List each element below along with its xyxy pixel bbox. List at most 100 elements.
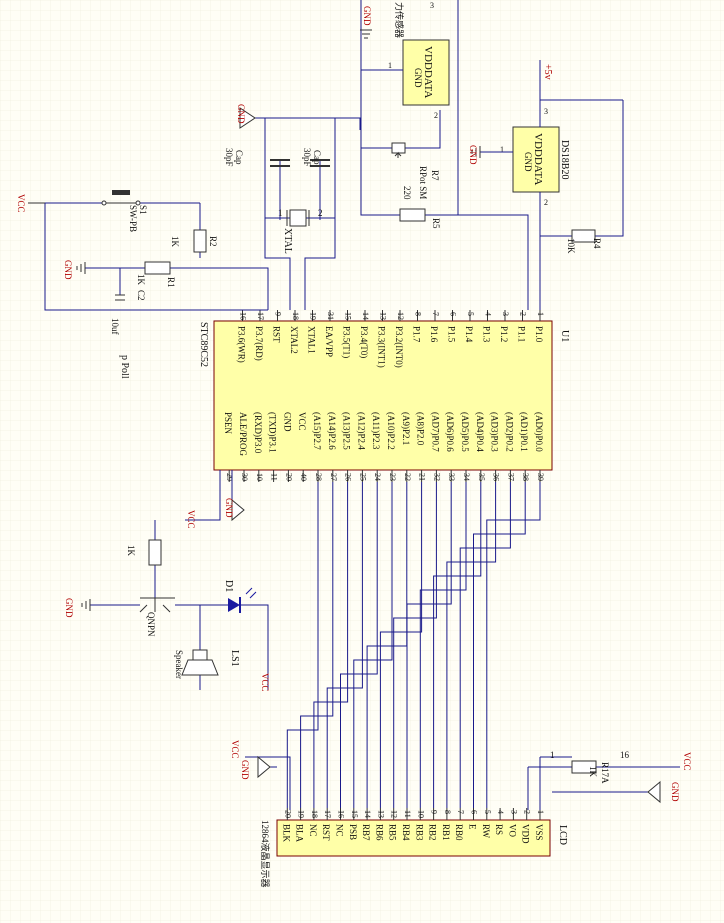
vcc-label-lcd-right: VCC [682,752,692,771]
mcu-pin-name: EA/VPP [324,326,334,357]
lcd-pin-name: RB6 [374,824,384,841]
resistor-r4[interactable]: R4 10K [566,229,602,254]
force-sensor[interactable]: VDDDATA GND 力传感器 1 2 3 [388,1,450,120]
sensor1-vdd-data: VDDDATA [422,46,434,98]
r17a-pin1: 1 [550,750,555,760]
mcu-pin-number: 6 [449,312,458,316]
mcu-pin-name: P1.0 [534,326,544,343]
resistor-r1[interactable]: R1 1K [136,261,176,288]
r7-ref: R7 [430,170,440,181]
mcu-pin-name: P1.3 [482,326,492,343]
resistor-r5[interactable]: R5 [399,208,441,229]
sensor1-pin3: 3 [430,1,434,10]
gnd-label-top: GND [362,6,372,26]
lcd-pin-number: 3 [509,810,518,814]
mcu-pin-number: 20 [284,473,293,481]
mcu-pin-number: 2 [519,312,528,316]
lcd-pin-name: RB3 [414,824,424,841]
lcd-pin-number: 20 [283,810,292,818]
bus-wire [406,482,452,808]
mcu-pin-number: 35 [477,473,486,481]
capacitor-1[interactable]: Cap 30pF [224,148,290,167]
ds18b20-sensor[interactable]: VDDDATA GND DS18B20 1 2 3 [500,107,570,207]
r4-value: 10K [566,238,576,254]
resistor-r17a[interactable]: R17A 1K 1 16 [550,750,630,784]
bus-wire [459,482,511,808]
mcu-pin-number: 24 [373,473,382,481]
lcd-ref: LCD [557,825,568,845]
lcd-pin-number: 2 [523,810,532,814]
mcu-pin-name: P3.4(T0) [359,326,369,358]
lcd-pin-name: BLA [295,824,305,843]
lcd-pin-name: RS [494,824,504,835]
lcd-pin-name: E [468,824,478,830]
ds18b20-name: DS18B20 [559,140,570,179]
mcu-pin-number: 18 [291,312,300,320]
mcu-pin-name: (A14)P2.6 [327,412,337,450]
buzzer-wiring [90,470,269,690]
mcu-pin-name: (A8)P2.0 [416,412,426,446]
mcu-pin-name: P1.5 [447,326,457,343]
r1-label: R1 [166,277,176,288]
transistor-qnpn[interactable]: QNPN [139,597,175,637]
mcu-pin-number: 22 [403,473,412,481]
capacitor-c2[interactable]: C2 10uf [110,290,146,335]
gnd-label-r1: GND [63,260,73,280]
mcu-pin-name: P3.3(INT1) [377,326,387,368]
r17a-label: R17A [600,762,610,784]
lcd-pin-name: RB0 [454,824,464,841]
sensor1-pin2: 2 [434,111,438,120]
bus-wire [473,482,526,808]
mcu-pin-number: 40 [299,473,308,481]
vcc-speaker: VCC [260,673,270,692]
mcu-pin-number: 27 [329,473,338,481]
bus-wire [340,482,378,808]
mcu-pin-name: P3.2(INT0) [394,326,404,368]
mcu-pin-number: 10 [255,473,264,481]
lcd-pin-number: 13 [376,810,385,818]
speaker-ls1[interactable]: LS1 Speaker [174,649,240,679]
lcd-pin-number: 16 [337,810,346,818]
plus5v-power: +5v [542,64,553,80]
gnd-symbol-ds: GND [468,145,481,165]
mcu-u1[interactable]: U1 STC89C52 1P1.02P1.13P1.24P1.35P1.46P1… [198,310,570,482]
data-bus-wires [286,482,541,808]
ls1-label: LS1 [229,650,240,667]
lcd-pin-name: PSB [348,824,358,840]
gnd-label-q: GND [64,598,74,618]
cap1-label: Cap [234,150,244,165]
r17a-pin16: 16 [620,750,630,760]
mcu-name: STC89C52 [198,322,209,367]
capacitor-2[interactable]: Cap 30pF [302,148,330,167]
r2-label: R2 [208,236,218,247]
lcd-pin-name: RB4 [401,824,411,841]
r7-res: 220 [402,186,412,200]
mcu-pin-name: (A12)P2.4 [356,412,366,450]
led-d1[interactable]: D1 [223,580,257,613]
mcu-pin-name: (AD7)P0.7 [430,412,440,452]
potentiometer-r7[interactable]: R7 RPot SM 220 [391,142,440,200]
crystal-xtal[interactable]: XTAL 1 2 [278,208,323,254]
q-res-label: 1K [126,545,136,557]
resistor-r2[interactable]: R2 1K [170,229,218,253]
lcd-pin-number: 18 [310,810,319,818]
lcd-pin-number: 14 [363,810,372,818]
lcd-module[interactable]: LCD 12864液晶显示器 1VSS2VDD3VO4RS5RW6E7RB08R… [260,808,568,888]
xtal-pin2: 2 [318,208,323,218]
mcu-pin-name: (AD4)P0.4 [475,412,485,452]
mcu-pin-number: 17 [256,312,265,320]
ds18b20-pin3: 3 [544,107,548,116]
r17a-value: 1K [588,766,598,778]
plus5v-label: +5v [542,64,553,80]
mcu-pin-number: 4 [484,312,493,316]
switch-s1[interactable]: S1 SW-PB [101,190,148,232]
sensor1-pin1: 1 [388,61,392,70]
resistor-q[interactable]: 1K [126,539,162,566]
mcu-pin-number: 5 [466,312,475,316]
mcu-pin-name: (AD3)P0.3 [490,412,500,452]
mcu-pin-number: 9 [274,312,283,316]
sensor1-title: 力传感器 [394,2,405,38]
mcu-pin-number: 37 [506,473,515,481]
lcd-pin-name: RB2 [428,824,438,841]
